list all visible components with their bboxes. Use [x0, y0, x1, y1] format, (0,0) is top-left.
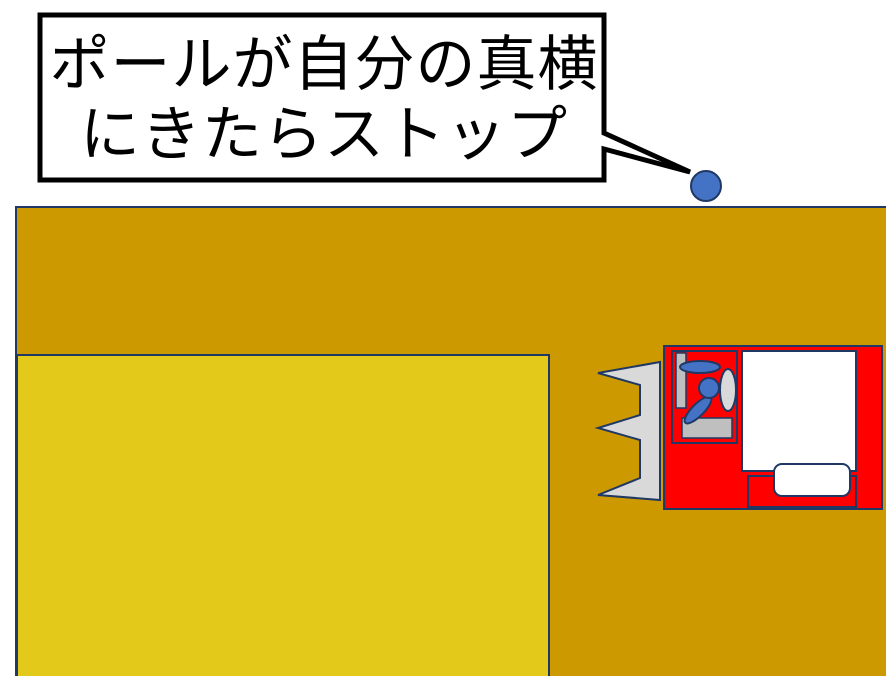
callout-text: ポールが自分の真横 にきたらストップ: [44, 30, 604, 170]
seat-base: [681, 417, 733, 439]
callout-line-2: にきたらストップ: [80, 100, 568, 170]
speech-bubble-icon: [37, 12, 692, 183]
white-pad: [773, 463, 851, 497]
seat-back: [675, 352, 687, 409]
robot-icon: [663, 345, 883, 510]
cargo-panel: [741, 350, 857, 472]
operator-figure-icon: [679, 360, 737, 425]
pole-marker-icon: [690, 170, 722, 202]
yellow-zone: [16, 354, 550, 676]
callout-line-1: ポールが自分の真横: [49, 30, 599, 100]
gripper-icon: [594, 360, 661, 502]
